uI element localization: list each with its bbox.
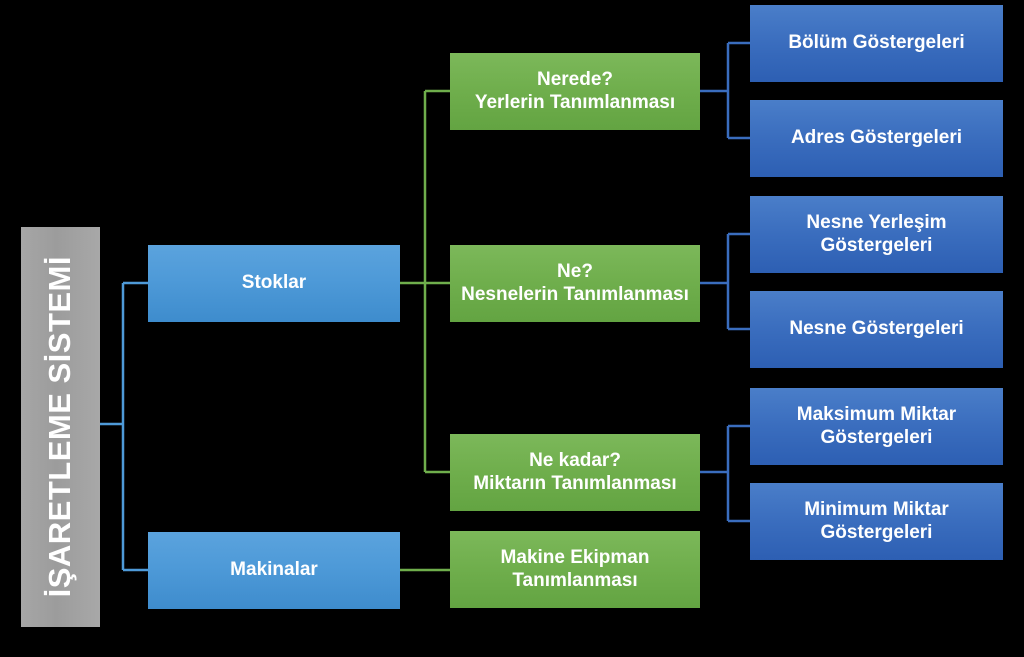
level1-node-label: Makinalar	[230, 559, 318, 581]
level3-node-label: Nesne Yerleşim Göstergeleri	[806, 212, 947, 256]
level3-node-label: Adres Göstergeleri	[790, 127, 963, 149]
level2-node-ne[interactable]: Ne? Nesnelerin Tanımlanması	[450, 245, 700, 322]
root-node-label: İŞARETLEME SİSTEMİ	[42, 256, 78, 598]
connector-root-to-level1	[100, 281, 148, 572]
level3-node-nesne-gostergeleri[interactable]: Nesne Göstergeleri	[750, 291, 1003, 368]
level3-node-label: Minimum Miktar Göstergeleri	[804, 499, 949, 543]
level1-node-stoklar[interactable]: Stoklar	[148, 245, 400, 322]
level2-node-ne-kadar[interactable]: Ne kadar? Miktarın Tanımlanması	[450, 434, 700, 511]
level1-node-makinalar[interactable]: Makinalar	[148, 532, 400, 609]
level1-node-label: Stoklar	[241, 272, 307, 294]
level2-node-label: Nerede? Yerlerin Tanımlanması	[474, 69, 676, 113]
level3-node-label: Maksimum Miktar Göstergeleri	[796, 404, 957, 448]
level2-node-nerede[interactable]: Nerede? Yerlerin Tanımlanması	[450, 53, 700, 130]
level2-node-label: Ne? Nesnelerin Tanımlanması	[461, 261, 689, 305]
root-node-isaretleme-sistemi[interactable]: İŞARETLEME SİSTEMİ	[21, 227, 100, 627]
level3-node-nesne-yerlesim-gostergeleri[interactable]: Nesne Yerleşim Göstergeleri	[750, 196, 1003, 273]
connector-nekadar-to-level3	[700, 424, 750, 523]
level2-node-label: Ne kadar? Miktarın Tanımlanması	[473, 450, 677, 494]
level2-node-label: Makine Ekipman Tanımlanması	[500, 547, 650, 591]
level3-node-maksimum-miktar-gostergeleri[interactable]: Maksimum Miktar Göstergeleri	[750, 388, 1003, 465]
level2-node-makine-ekipman[interactable]: Makine Ekipman Tanımlanması	[450, 531, 700, 608]
level3-node-label: Nesne Göstergeleri	[789, 318, 964, 340]
connector-nerede-to-level3	[700, 41, 750, 140]
connector-stoklar-to-level2	[400, 89, 450, 474]
level3-node-bolum-gostergeleri[interactable]: Bölüm Göstergeleri	[750, 5, 1003, 82]
level3-node-minimum-miktar-gostergeleri[interactable]: Minimum Miktar Göstergeleri	[750, 483, 1003, 560]
level3-node-adres-gostergeleri[interactable]: Adres Göstergeleri	[750, 100, 1003, 177]
connector-ne-to-level3	[700, 232, 750, 331]
level3-node-label: Bölüm Göstergeleri	[788, 32, 965, 54]
